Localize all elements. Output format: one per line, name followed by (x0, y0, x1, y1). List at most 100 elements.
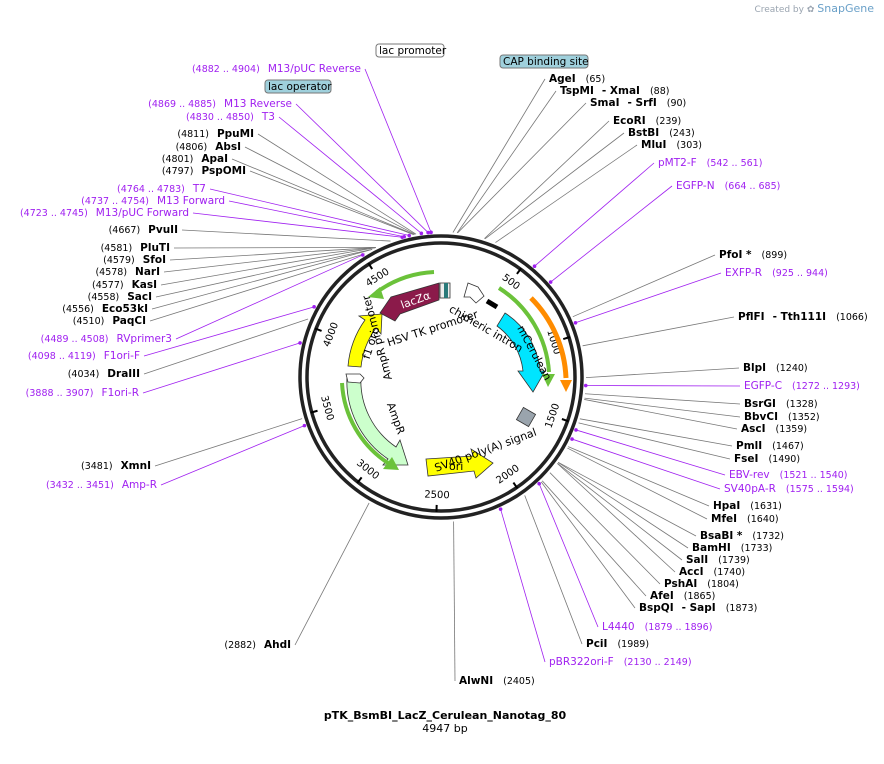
leader-line (452, 78, 546, 233)
label-primer: EGFP-N (676, 180, 715, 192)
credit-brand: SnapGene (817, 2, 874, 15)
tick-mark (516, 267, 522, 275)
leader-line (572, 254, 716, 318)
label-range: (4098 .. 4119) (28, 351, 96, 362)
label-name: Eco53kI (102, 303, 148, 315)
primer-site-mark (498, 507, 503, 511)
site-ecori: EcoRI(239) (613, 115, 681, 127)
backbone-outer-ring (298, 234, 584, 520)
site-draiii: (4034)DraIII (68, 368, 140, 380)
plasmid-name: pTK_BsmBI_LacZ_Cerulean_Nanotag_80 (324, 709, 567, 722)
primer-t7: (4764 .. 4783)T7 (117, 183, 206, 195)
leader-line (558, 461, 697, 537)
site-hpai: HpaI(1631) (713, 500, 782, 512)
green-arc-left-head (383, 457, 399, 470)
primer-site-mark (548, 280, 553, 284)
tick-mark (512, 481, 519, 489)
primer-site-mark (570, 437, 574, 441)
label-range: (4723 .. 4745) (20, 208, 88, 219)
label-range: (4764 .. 4783) (117, 184, 185, 195)
leader-line (575, 429, 726, 476)
label-num: (899) (762, 250, 788, 261)
site-sfoi: (4579)SfoI (103, 254, 166, 266)
leader-line (567, 447, 708, 520)
leader-line (582, 316, 735, 347)
label-primer: L4440 (602, 621, 635, 633)
primer-amp-r: (3432 .. 3451)Amp-R (46, 479, 157, 491)
leader-line (557, 463, 676, 573)
tick-label: 3000 (354, 458, 381, 482)
label-name: PpuMI (217, 128, 254, 140)
site-acci: AccI(1740) (679, 566, 745, 578)
orange-feature-head (560, 380, 572, 392)
label-num: (239) (656, 116, 682, 127)
leader-line (578, 422, 731, 460)
plasmid-length: 4947 bp (422, 722, 467, 735)
site-xmni: (3481)XmnI (81, 460, 151, 472)
chimeric-intron-mark (485, 298, 499, 310)
leader-line (549, 472, 661, 585)
label-range: (2130 .. 2149) (624, 657, 692, 668)
label-num: (2405) (503, 676, 535, 687)
site-mfei: MfeI(1640) (711, 513, 779, 525)
leader-line (181, 229, 391, 242)
site-ahdi: (2882)AhdI (224, 639, 291, 651)
primer-rvprimer3: (4489 .. 4508)RVprimer3 (41, 333, 172, 345)
sv40-polya-mark (515, 406, 537, 428)
label-name: FseI (734, 453, 758, 465)
site-tspmi: TspMI- XmaI(88) (560, 85, 669, 97)
label-num: (1733) (741, 543, 773, 554)
label-num: (1631) (750, 501, 782, 512)
label-num: (1640) (747, 514, 779, 525)
leader-line (584, 397, 741, 418)
label-range: (4489 .. 4508) (41, 334, 109, 345)
primer-site-mark (583, 383, 588, 388)
label-num: (1873) (726, 603, 758, 614)
site-asci: AscI(1359) (741, 423, 807, 435)
site-apai: (4801)ApaI (162, 153, 228, 165)
leader-line (550, 185, 673, 283)
label-name: AlwNI (459, 675, 493, 687)
leader-line (571, 438, 721, 490)
tick-label: 4000 (322, 321, 341, 349)
label-name: BsrGI (744, 398, 776, 410)
ori-label: ori (449, 460, 463, 473)
leader-line (231, 158, 415, 235)
label-num: (1732) (752, 531, 784, 542)
label-primer: M13/pUC Forward (96, 207, 189, 219)
label-num: (1467) (772, 441, 804, 452)
label-primer: EXFP-R (725, 267, 762, 279)
label-num: (243) (669, 128, 695, 139)
label-name: BamHI (692, 542, 731, 554)
leader-line (149, 253, 365, 322)
label-name: SfoI (143, 254, 166, 266)
leader-line (541, 480, 647, 597)
site-bsrgi: BsrGI(1328) (744, 398, 818, 410)
label-num: (1739) (718, 555, 750, 566)
lac-promoter-label: lac promoter (379, 45, 447, 57)
primer-sv40pa-r: SV40pA-R(1575 .. 1594) (724, 483, 854, 495)
leader-line (585, 367, 740, 378)
label-primer: pBR322ori-F (549, 656, 614, 668)
leader-line (568, 446, 710, 507)
label-primer: F1ori-R (102, 387, 139, 399)
ampr-label: AmpR (384, 401, 408, 437)
site-paqci: (4510)PaqCI (73, 315, 146, 327)
site-kasi: (4577)KasI (92, 279, 157, 291)
site-eco53ki: (4556)Eco53kI (62, 303, 148, 315)
label-name: KasI (132, 279, 157, 291)
label-range: (542 .. 561) (707, 158, 763, 169)
primer-m13-puc-reverse: (4882 .. 4904)M13/pUC Reverse (192, 63, 361, 75)
label-primer: pMT2-F (658, 157, 697, 169)
label-primer: T3 (261, 111, 275, 123)
green-arc-left (340, 382, 390, 465)
label-range: (3432 .. 3451) (46, 480, 114, 491)
label-num: (4806) (176, 142, 208, 153)
label-name: ApaI (201, 153, 228, 165)
label-range: (1272 .. 1293) (792, 381, 860, 392)
leader-lines (142, 68, 741, 682)
site-alwni: AlwNI (2405) (459, 675, 535, 687)
label-name: PluTI (140, 242, 170, 254)
label-num: (4667) (109, 225, 141, 236)
label-num: (4578) (95, 267, 127, 278)
